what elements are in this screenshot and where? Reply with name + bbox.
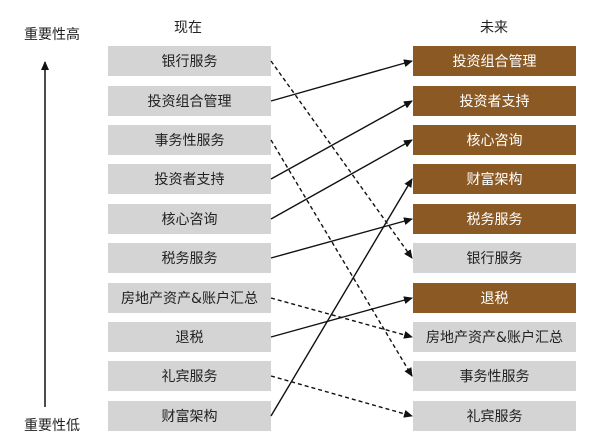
connector-arrow: [270, 178, 413, 417]
future-item: 退税: [413, 283, 576, 313]
future-item: 核心咨询: [413, 125, 576, 155]
now-item: 礼宾服务: [108, 361, 271, 391]
connector-arrow: [270, 100, 413, 180]
importance-low-label: 重要性低: [24, 418, 80, 434]
connector-arrow: [270, 59, 413, 102]
connector-arrow: [270, 60, 413, 259]
connector-arrow: [270, 375, 413, 418]
future-item: 银行服务: [413, 243, 576, 273]
now-item: 银行服务: [108, 46, 271, 76]
future-item: 财富架构: [413, 164, 576, 194]
future-item: 投资者支持: [413, 86, 576, 116]
connector-group: [270, 59, 413, 418]
now-item: 投资组合管理: [108, 86, 271, 116]
now-item: 投资者支持: [108, 164, 271, 194]
now-item: 房地产资产&账户汇总: [108, 283, 271, 313]
future-item: 事务性服务: [413, 361, 576, 391]
importance-high-label: 重要性高: [24, 27, 80, 43]
connector-arrow: [270, 217, 413, 259]
now-item: 退税: [108, 322, 271, 352]
future-item: 房地产资产&账户汇总: [413, 322, 576, 352]
future-item: 税务服务: [413, 204, 576, 234]
connector-arrow: [270, 139, 413, 220]
now-item: 财富架构: [108, 401, 271, 431]
now-item: 事务性服务: [108, 125, 271, 155]
now-item: 核心咨询: [108, 204, 271, 234]
future-item: 礼宾服务: [413, 401, 576, 431]
now-item: 税务服务: [108, 243, 271, 273]
connector-arrow: [270, 296, 413, 338]
future-item: 投资组合管理: [413, 46, 576, 76]
now-header: 现在: [174, 20, 202, 36]
connector-arrow: [270, 139, 413, 377]
future-header: 未来: [480, 20, 508, 36]
